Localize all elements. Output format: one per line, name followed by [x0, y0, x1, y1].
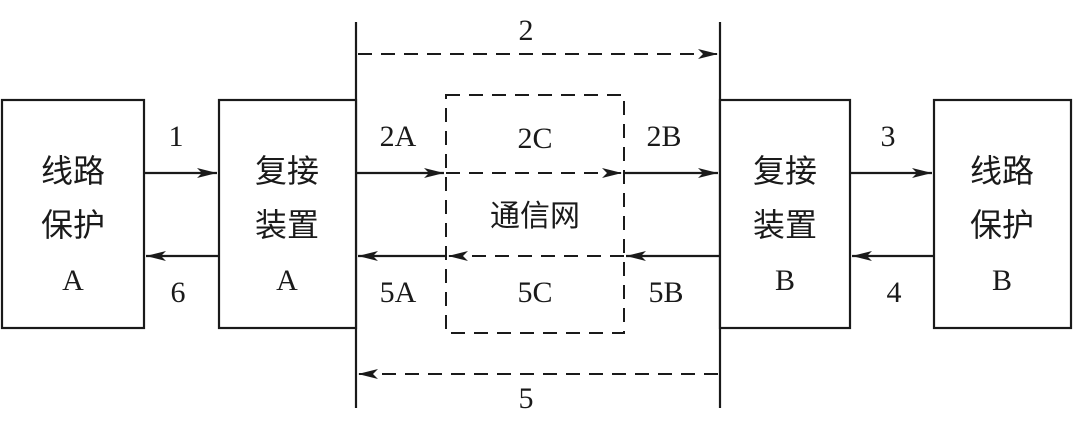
- label-1: 1: [169, 120, 184, 153]
- protection-a-line3: A: [62, 264, 84, 297]
- label-5: 5: [519, 382, 534, 415]
- label-2c: 2C: [517, 122, 552, 155]
- mux-a-line1: 复接: [255, 152, 319, 190]
- protection-a-line1: 线路: [41, 152, 105, 190]
- network-label: 通信网: [490, 199, 580, 234]
- label-5c: 5C: [517, 276, 552, 309]
- mux-a-line2: 装置: [255, 206, 319, 244]
- label-5b: 5B: [648, 276, 683, 309]
- line-protection-a-box: [0, 98, 146, 330]
- label-6: 6: [171, 276, 186, 309]
- protection-b-line1: 线路: [970, 152, 1034, 190]
- label-2b: 2B: [646, 120, 681, 153]
- mux-a-line3: A: [276, 264, 298, 297]
- label-3: 3: [881, 120, 896, 153]
- mux-b-line2: 装置: [753, 206, 817, 244]
- multiplexer-b-box: [718, 98, 852, 330]
- mux-b-line3: B: [775, 264, 795, 297]
- label-2a: 2A: [380, 120, 417, 153]
- label-2: 2: [519, 14, 534, 47]
- label-4: 4: [887, 276, 902, 309]
- label-5a: 5A: [380, 276, 417, 309]
- line-protection-b-box: [932, 98, 1073, 330]
- protection-b-line3: B: [992, 264, 1012, 297]
- communication-network-box: [445, 94, 625, 334]
- protection-a-line2: 保护: [41, 206, 105, 244]
- protection-b-line2: 保护: [970, 206, 1034, 244]
- mux-b-line1: 复接: [753, 152, 817, 190]
- multiplexer-a-box: [217, 98, 358, 330]
